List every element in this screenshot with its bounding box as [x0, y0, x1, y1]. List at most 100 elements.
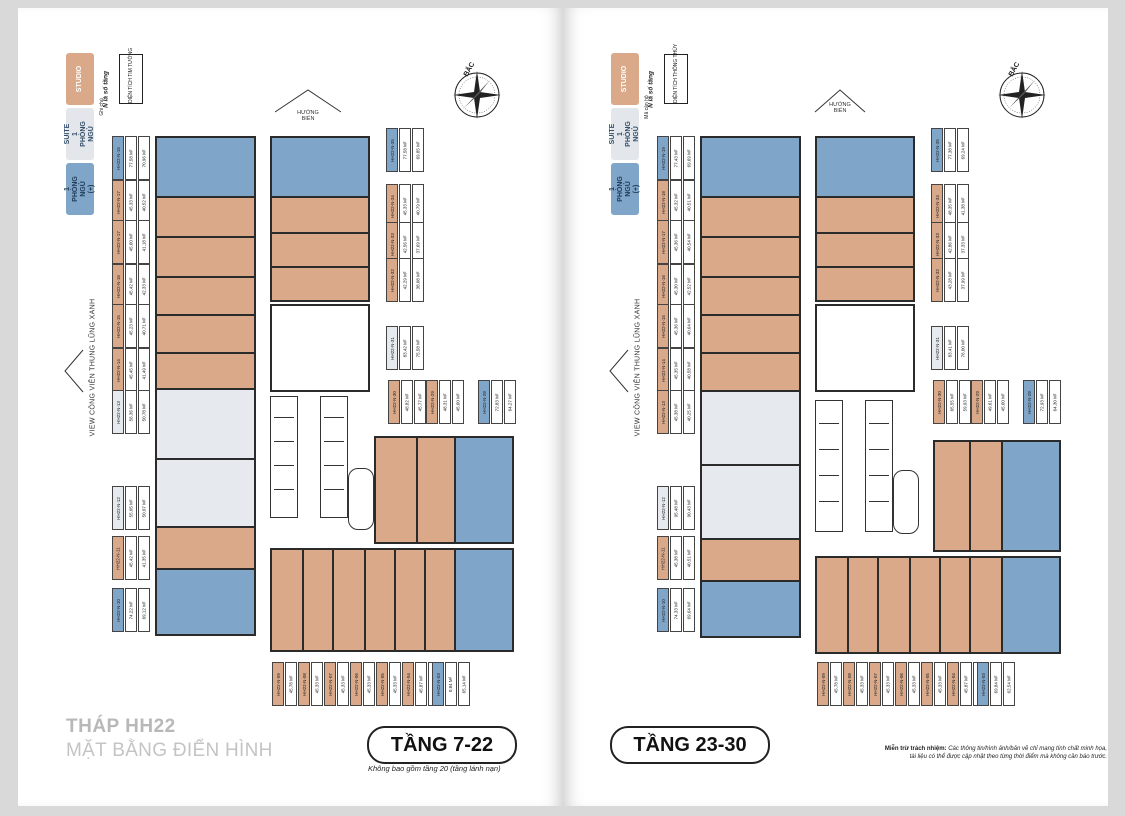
- unit-east-bottom-r: [1001, 556, 1061, 654]
- unit-tag-code: HH22-N-35: [386, 128, 398, 172]
- unit-tag-area: 62.54 M²: [1003, 662, 1015, 706]
- unit-tag-area: 76.00 M²: [957, 326, 969, 370]
- unit-tag-code: HH22-N-08: [298, 662, 310, 706]
- right-page: STUDIO SUITE 1 PHÒNG NGỦ 1 PHÒNG NGỦ (+)…: [563, 8, 1108, 806]
- unit-north-studios: [270, 196, 370, 302]
- compass-icon: [453, 71, 501, 119]
- unit-east-top-r: [1001, 440, 1061, 552]
- elevator-shaft-west-r: [815, 400, 843, 532]
- left-page: STUDIO SUITE 1 PHÒNG NGỦ 1 PHÒNG NGỦ (+)…: [18, 8, 563, 806]
- unit-tag-area: 69.24 M²: [957, 128, 969, 172]
- tower-title: THÁP HH22: [66, 716, 176, 737]
- unit-tag-code: HH22-N-17: [112, 220, 124, 264]
- unit-east-studios: [374, 436, 456, 544]
- unit-tag-area: 40.25 M²: [683, 390, 695, 434]
- unit-west-suites: [155, 388, 256, 528]
- unit-tag-area: 90.43 M²: [683, 486, 695, 530]
- elevator-shaft-east: [320, 396, 348, 518]
- unit-tag-area: 59.93 M²: [959, 380, 971, 424]
- unit-north-top-r: [815, 136, 915, 198]
- unit-tag-code: HH22-N-13: [112, 390, 124, 434]
- unit-tag-area: 45.35 M²: [670, 348, 682, 392]
- unit-tag-code: HH22-N-03: [432, 662, 444, 706]
- legend-studio: STUDIO: [66, 53, 94, 105]
- unit-tag-area: 45.87 M²: [415, 662, 427, 706]
- sea-view-arrow-icon: [274, 89, 342, 113]
- unit-tag-area: 45.36 M²: [670, 220, 682, 264]
- unit-tag-area: 40.58 M²: [683, 348, 695, 392]
- unit-tag-code: HH22-N-09: [817, 662, 829, 706]
- unit-tag-code: HH22-N-07: [324, 662, 336, 706]
- unit-tag-code: HH22-N-06: [895, 662, 907, 706]
- unit-tag-code: HH22-N-10: [112, 588, 124, 632]
- unit-west-bottom-r: [700, 580, 801, 638]
- unit-tag-area: 45.33 M²: [311, 662, 323, 706]
- unit-tag-code: HH22-N-13: [657, 390, 669, 434]
- unit-core-north-r: [815, 304, 915, 392]
- legend-studio-right: STUDIO: [611, 53, 639, 105]
- unit-tag-area: 45.33 M²: [337, 662, 349, 706]
- unit-north-top: [270, 136, 370, 198]
- unit-tag-code: HH22-N-16: [112, 264, 124, 308]
- legend-one-bedroom-right: 1 PHÒNG NGỦ (+): [609, 163, 640, 215]
- unit-tag-area: 41.35 M²: [138, 536, 150, 580]
- unit-tag-area: 83.41 M²: [944, 326, 956, 370]
- elevator-shaft-west: [270, 396, 298, 518]
- unit-west-studios: [155, 196, 256, 390]
- unit-tag-area: 45.60 M²: [125, 220, 137, 264]
- unit-west-bottom: [155, 568, 256, 636]
- sea-view-label: HƯỚNG BIỂN: [297, 110, 319, 122]
- unit-north-studios-r: [815, 196, 915, 302]
- unit-tag-area: 45.33 M²: [856, 662, 868, 706]
- park-view-arrow-icon-right: [609, 349, 629, 393]
- unit-tag-area: 45.23 M²: [125, 304, 137, 348]
- park-view-arrow-icon: [64, 349, 84, 393]
- compass-icon-right: [998, 71, 1046, 119]
- unit-tag-code: HH22-N-35: [931, 128, 943, 172]
- unit-west-studio-low: [155, 526, 256, 570]
- unit-tag-area: 50.78 M²: [138, 390, 150, 434]
- unit-tag-code: HH22-N-30: [388, 380, 400, 424]
- disclaimer-line1: Các thông tin/hình ảnh/bản vẽ chỉ mang t…: [948, 746, 1107, 752]
- unit-tag-code: HH22-N-09: [272, 662, 284, 706]
- floor-label-7-22: TẦNG 7-22: [367, 726, 517, 764]
- unit-east-top: [454, 436, 514, 544]
- unit-tag-area: 40.64 M²: [683, 304, 695, 348]
- unit-tag-code: HH22-N-07: [869, 662, 881, 706]
- unit-tag-area: 45.87 M²: [960, 662, 972, 706]
- unit-tag-area: 69.84 M²: [990, 662, 1002, 706]
- legend-suite: SUITE 1 PHÒNG NGỦ: [64, 108, 95, 160]
- unit-tag-area: 77.38 M²: [944, 128, 956, 172]
- unit-tag-area: 45.33 M²: [363, 662, 375, 706]
- unit-tag-area: 56.36 M²: [125, 390, 137, 434]
- unit-tag-area: 49.61 M²: [984, 380, 996, 424]
- unit-tag-area: 45.38 M²: [670, 536, 682, 580]
- unit-tag-area: 72.93 M²: [1036, 380, 1048, 424]
- unit-tag-code: HH22-N-28: [478, 380, 490, 424]
- legend-note-box: DIỆN TÍCH TIM TƯỜNG: [119, 48, 143, 104]
- unit-tag-area: 45.36 M²: [670, 304, 682, 348]
- unit-tag-code: HH22-N-16: [657, 264, 669, 308]
- unit-tag-area: 43.28 M²: [944, 258, 956, 302]
- legend-n-floor: N là số tầng: [102, 71, 110, 108]
- unit-tag-area: 45.60 M²: [452, 380, 464, 424]
- unit-tag-code: HH22-N-12: [657, 486, 669, 530]
- unit-tag-code: HH22-N-12: [112, 486, 124, 530]
- park-view-label-right: VIEW CÔNG VIÊN THUNG LŨNG XANH: [634, 298, 642, 437]
- unit-tag-code: HH22-N-31: [931, 326, 943, 370]
- unit-west-suite-r: [700, 390, 801, 540]
